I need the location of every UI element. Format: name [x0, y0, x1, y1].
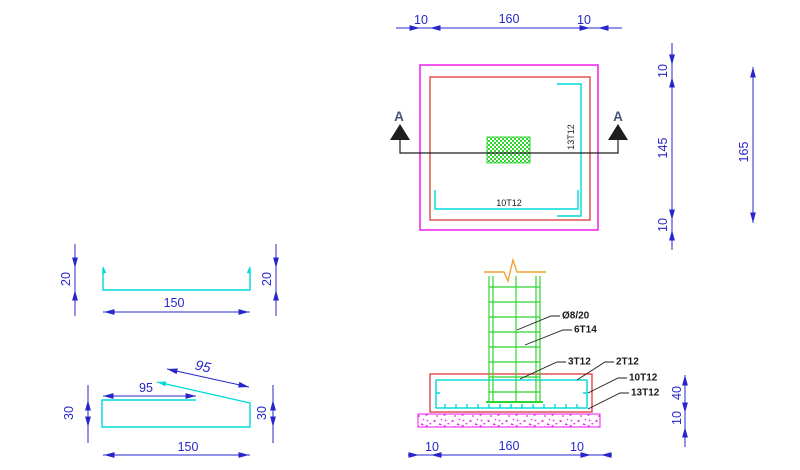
plan-dim-top-left: 10 — [414, 13, 428, 27]
straight-bar-dim-right: 20 — [260, 244, 279, 316]
callout-bottom-bars: 10T12 — [629, 373, 658, 384]
bent-bar-shape — [101, 381, 251, 428]
plan-dim-overall: 165 — [737, 67, 756, 223]
plan-dim-right-bottom: 10 — [656, 218, 670, 232]
plan-dim-top-right: 10 — [577, 13, 591, 27]
section-dim-bottom-left: 10 — [425, 440, 439, 454]
section-marker-right: A — [613, 109, 623, 124]
bent-bar-dim-diagonal-label: 95 — [194, 357, 213, 376]
straight-bar-dim-length: 150 — [103, 296, 250, 315]
straight-bar-shape — [102, 268, 251, 291]
section-dim-bottom-right: 10 — [570, 440, 584, 454]
section-dim-bottom-middle: 160 — [499, 439, 520, 453]
bent-bar-dim-top-label: 95 — [139, 381, 153, 395]
bent-bar-detail: 95 95 30 30 150 — [62, 357, 276, 458]
straight-bar-dim-left-label: 20 — [59, 272, 73, 286]
bent-bar-dim-right: 30 — [255, 385, 276, 443]
section-dim-right-lean: 10 — [670, 411, 684, 425]
section-footing-rebar — [435, 379, 588, 409]
straight-bar-dim-right-label: 20 — [260, 272, 274, 286]
plan-rebar-vertical-bar — [557, 83, 582, 217]
bent-bar-dim-length: 150 — [103, 440, 250, 458]
plan-rebar-horizontal-label: 10T12 — [496, 198, 522, 208]
column-break-line — [484, 257, 546, 284]
plan-footing-inner-outline — [429, 76, 591, 221]
plan-dim-right: 10 145 10 — [656, 43, 675, 250]
callout-column-bars: 6T14 — [574, 325, 597, 336]
section-lean-concrete — [417, 413, 601, 428]
plan-dim-top: 10 160 10 — [396, 12, 622, 31]
straight-bar-dim-left: 20 — [59, 244, 78, 316]
plan-footing-outline — [419, 64, 599, 231]
straight-bar-dim-length-label: 150 — [164, 296, 185, 310]
plan-dim-right-top: 10 — [656, 64, 670, 78]
plan-dim-top-middle: 160 — [499, 12, 520, 26]
section-cut-line: A A — [390, 109, 628, 154]
plan-column-hatch — [486, 136, 531, 164]
section-dim-right-footing: 40 — [670, 386, 684, 400]
bent-bar-dim-diagonal: 95 — [166, 357, 250, 390]
section-column-rebar — [486, 276, 543, 403]
plan-rebar-horizontal-bar — [434, 190, 579, 210]
section-dim-right: 40 10 — [670, 375, 688, 447]
bar-end-hook-icon — [246, 265, 252, 274]
callout-side-bars: 2T12 — [616, 357, 639, 368]
plan-dim-overall-label: 165 — [737, 142, 751, 163]
section-arrow-right-icon — [608, 124, 628, 140]
section-callouts: Ø8/20 6T14 3T12 2T12 10T12 13T12 — [516, 311, 660, 410]
plan-rebar-vertical-label: 13T12 — [566, 124, 576, 150]
callout-top-bars: 3T12 — [568, 357, 591, 368]
plan-dim-right-middle: 145 — [656, 138, 670, 159]
callout-stirrups: Ø8/20 — [562, 311, 590, 322]
section-marker-left: A — [394, 109, 404, 124]
bent-bar-dim-left-label: 30 — [62, 406, 76, 420]
bar-end-hook-icon — [101, 265, 107, 274]
bent-bar-dim-right-label: 30 — [255, 406, 269, 420]
callout-distribution-bars: 13T12 — [631, 388, 660, 399]
bent-bar-dim-top: 95 — [103, 381, 196, 399]
section-arrow-left-icon — [390, 124, 410, 140]
bent-bar-end-icon — [156, 379, 167, 387]
bent-bar-dim-left: 30 — [62, 385, 91, 443]
section-footing-outline — [429, 373, 593, 413]
bent-bar-dim-length-label: 150 — [178, 440, 199, 454]
plan-view: 13T12 10T12 A A 10 160 10 — [390, 12, 756, 250]
section-view: Ø8/20 6T14 3T12 2T12 10T12 13T12 10 160 … — [408, 257, 688, 458]
straight-bar-detail: 20 20 150 — [59, 244, 279, 316]
section-dim-bottom: 10 160 10 — [408, 439, 612, 458]
